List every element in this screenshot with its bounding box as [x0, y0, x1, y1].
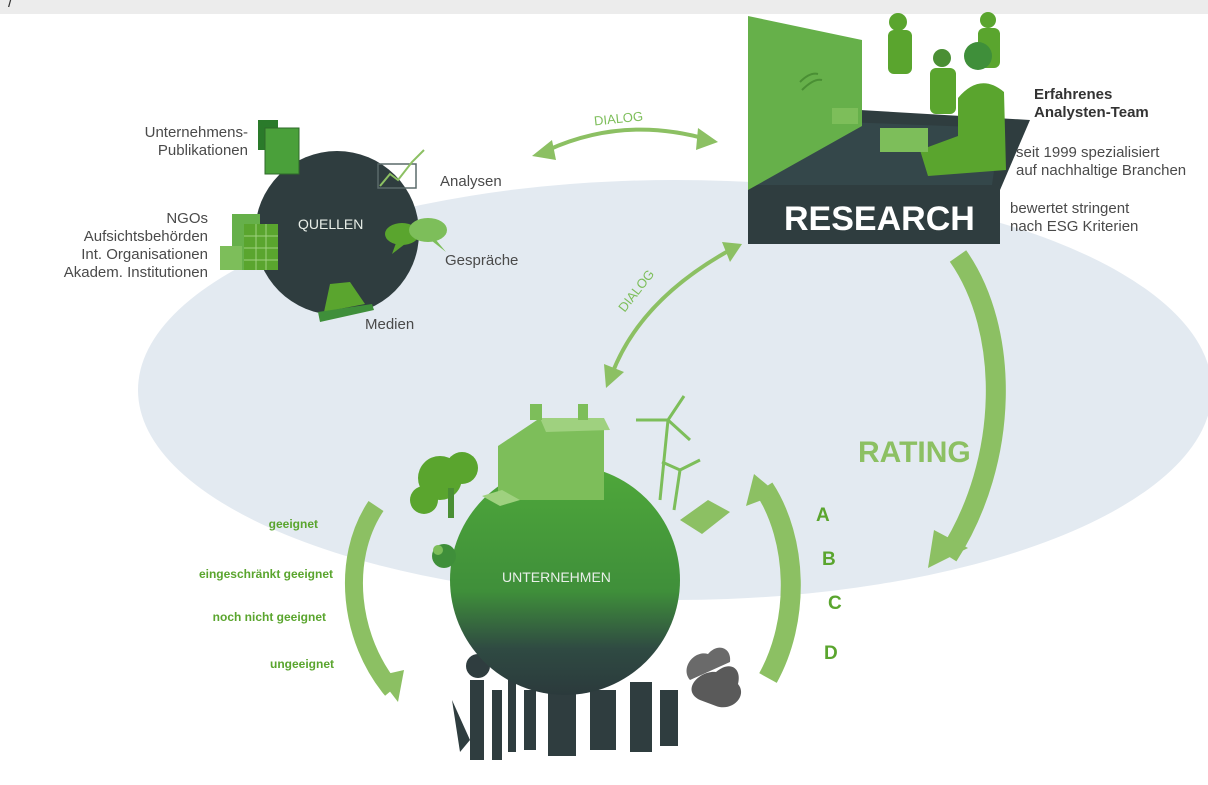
org-line-2: Aufsichtsbehörden	[83, 228, 208, 245]
globe-sphere	[450, 465, 680, 695]
spec-label: seit 1999 spezialisiert auf nachhaltige …	[1016, 144, 1186, 180]
suitability-2: eingeschränkt geeignet	[198, 567, 333, 581]
rating-arrow	[939, 250, 1006, 562]
feedback-arrow	[755, 482, 801, 683]
company-globe	[410, 395, 742, 760]
esg-line-2: nach ESG Kriterien	[1010, 218, 1139, 235]
publications-label: Unternehmens- Publikationen	[96, 124, 248, 160]
suitability-3: noch nicht geeignet	[212, 610, 326, 624]
suitability-1: geeignet	[268, 517, 318, 531]
buildings-icon	[220, 214, 278, 270]
grade-a: A	[816, 505, 830, 526]
spec-line-2: auf nachhaltige Branchen	[1016, 162, 1187, 179]
grade-d: D	[824, 643, 838, 664]
rating-label: RATING	[858, 436, 971, 469]
speech-bubbles-icon	[385, 218, 447, 254]
quellen-center-label: QUELLEN	[298, 216, 364, 232]
esg-label: bewertet stringent nach ESG Kriterien	[1010, 200, 1138, 236]
background-ellipse	[138, 180, 1208, 600]
organisations-label: NGOs Aufsichtsbehörden Int. Organisation…	[56, 210, 208, 282]
esg-line-1: bewertet stringent	[1010, 200, 1130, 217]
grade-c: C	[828, 593, 842, 614]
analysen-label: Analysen	[440, 173, 502, 190]
suitability-4: ungeeignet	[269, 657, 334, 671]
dialog-arrow-top	[547, 127, 711, 152]
company-center-label: UNTERNEHMEN	[502, 569, 611, 585]
team-line-2: Analysten-Team	[1034, 104, 1149, 121]
laptop-icon	[318, 282, 374, 322]
org-line-1: NGOs	[166, 210, 208, 227]
publications-line-1: Unternehmens-	[144, 124, 248, 141]
grade-b: B	[822, 549, 836, 570]
research-block	[748, 12, 1030, 244]
org-line-3: Int. Organisationen	[81, 246, 208, 263]
dialog-arrow-diag	[610, 248, 731, 375]
quellen-circle	[255, 151, 419, 315]
research-banner: RESEARCH	[784, 200, 975, 238]
chart-icon	[377, 149, 425, 189]
medien-label: Medien	[365, 316, 415, 333]
analysts-figures	[832, 12, 1006, 176]
team-label: Erfahrenes Analysten-Team	[1034, 86, 1149, 122]
publications-icon	[258, 120, 300, 175]
research-screen	[748, 16, 862, 190]
cursor-mark: /	[8, 0, 13, 11]
publications-line-2: Publikationen	[157, 142, 248, 159]
org-line-4: Akadem. Institutionen	[63, 264, 208, 281]
gespraeche-label: Gespräche	[445, 252, 519, 269]
top-strip: /	[0, 0, 1208, 14]
team-line-1: Erfahrenes	[1034, 86, 1113, 103]
suitability-arrow	[344, 501, 400, 696]
spec-line-1: seit 1999 spezialisiert	[1016, 144, 1160, 161]
